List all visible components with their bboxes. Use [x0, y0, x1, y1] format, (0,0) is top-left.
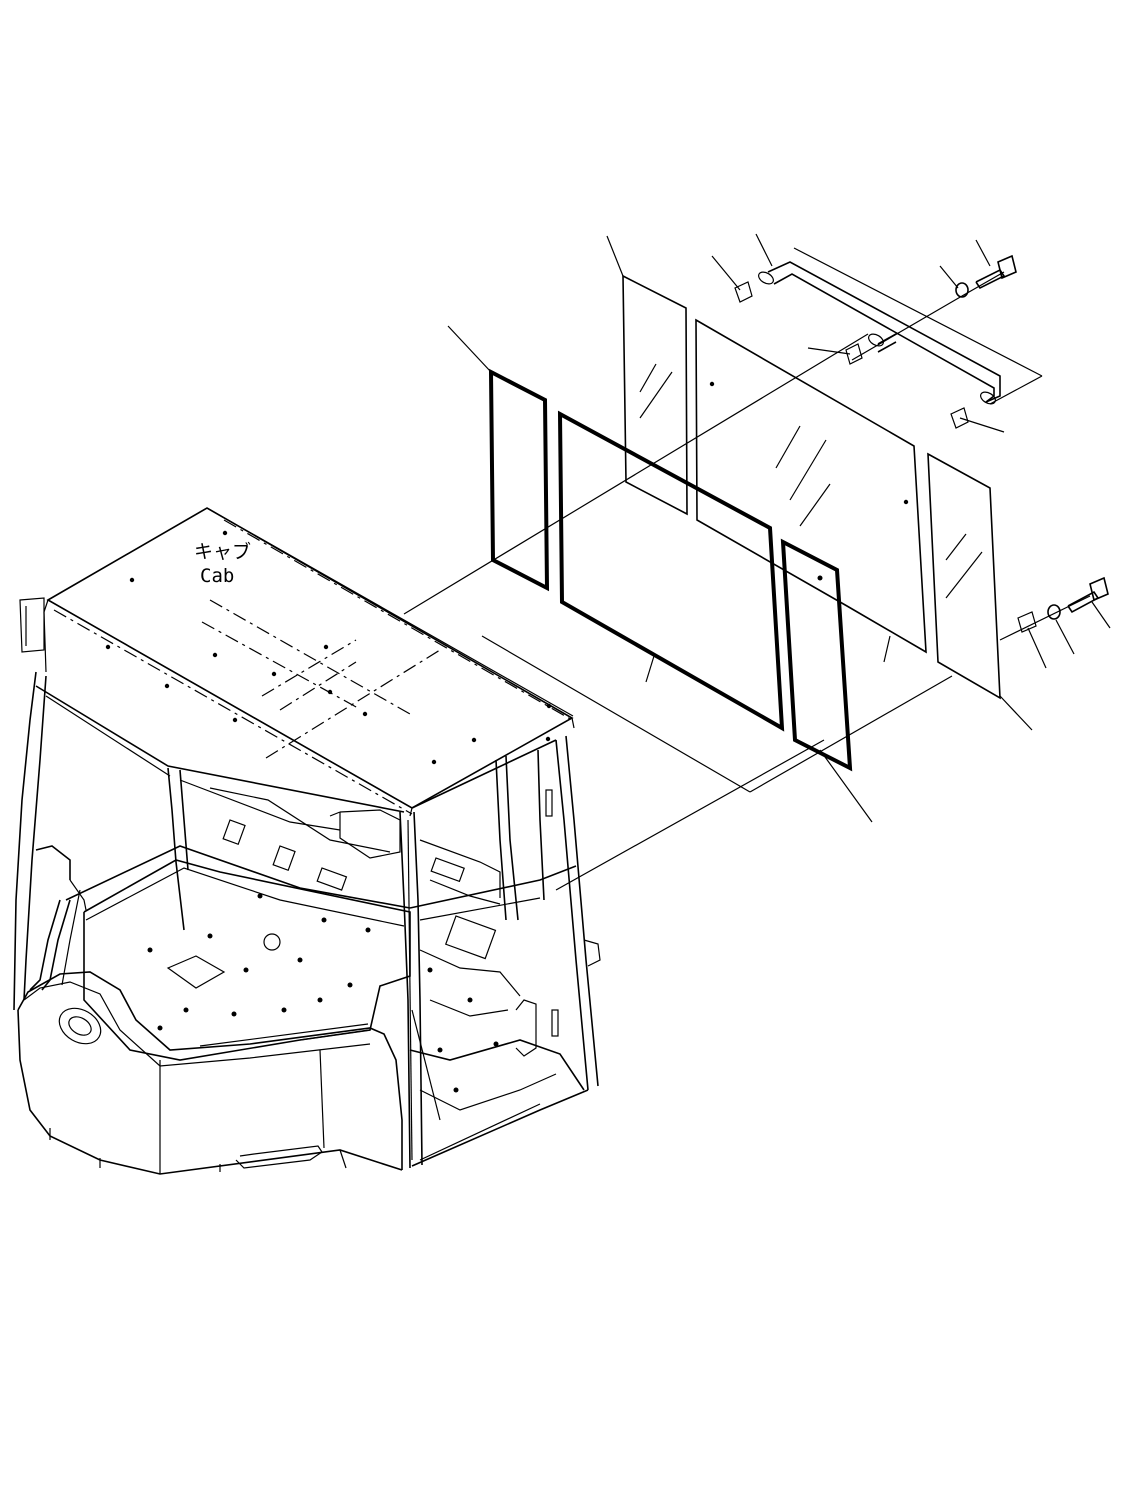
- cab-pillars: [13, 671, 599, 1169]
- mirror-bracket-left: [19, 597, 45, 653]
- cab-frame-rails: [35, 685, 577, 927]
- cab-roof: [43, 507, 575, 817]
- floor-holes: [147, 893, 499, 1093]
- cab-floor: [83, 859, 499, 1093]
- upper-glass-right: [927, 452, 1001, 700]
- rear-glass-left-frame: [488, 368, 550, 592]
- assembly-lines: [403, 247, 1091, 891]
- cab-label-jp: キャブ: [194, 540, 251, 563]
- bolts: [975, 254, 1109, 614]
- roof-holes: [105, 530, 552, 765]
- upper-glass-left: [622, 274, 688, 516]
- cab-lower-body: [17, 971, 403, 1175]
- exploded-parts: [403, 233, 1111, 891]
- cab-label: キャブ Cab: [194, 540, 251, 587]
- rear-glass-center-frame: [557, 410, 785, 732]
- cab-label-en: Cab: [200, 565, 234, 587]
- cab-right-side: [407, 789, 601, 1167]
- rear-glass-right-frame: [780, 538, 853, 772]
- leader-lines: [447, 233, 1111, 823]
- cab-body: [13, 507, 601, 1175]
- clips: [734, 281, 1037, 633]
- cab-left-door: [29, 845, 87, 991]
- upper-glass-main: [695, 318, 927, 654]
- cab-rear-frame: [209, 787, 521, 1017]
- washers: [955, 282, 1061, 620]
